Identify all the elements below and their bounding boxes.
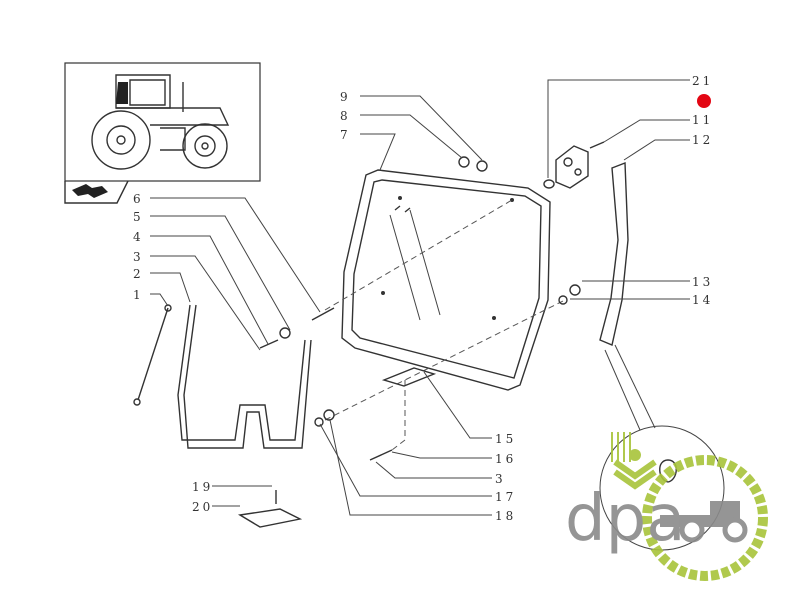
callout-3b[interactable]: 3 — [495, 472, 506, 486]
callout-5[interactable]: 5 — [133, 210, 144, 224]
callout-21[interactable]: 21 — [692, 74, 713, 88]
callout-3[interactable]: 3 — [133, 250, 144, 264]
door-glass[interactable] — [341, 169, 551, 391]
bolt-parts — [237, 156, 581, 528]
callouts-left: 6 5 4 3 2 1 — [133, 192, 144, 302]
callout-14[interactable]: 14 — [692, 293, 713, 307]
callouts-bottom-left: 19 20 — [192, 480, 213, 514]
callout-12[interactable]: 12 — [692, 133, 713, 147]
callout-4[interactable]: 4 — [133, 230, 144, 244]
callouts-top-right: 21 11 12 — [692, 74, 713, 147]
selected-marker — [697, 94, 711, 108]
callout-2[interactable]: 2 — [133, 267, 144, 281]
callout-11[interactable]: 11 — [692, 113, 713, 127]
callouts-mid-right: 13 14 — [692, 275, 713, 307]
callout-9[interactable]: 9 — [340, 90, 351, 104]
dpa-logo: dpa — [565, 432, 768, 581]
callout-17[interactable]: 17 — [495, 490, 516, 504]
hinge[interactable] — [543, 141, 605, 189]
handle-rail[interactable] — [177, 304, 312, 449]
callout-19[interactable]: 19 — [192, 480, 213, 494]
logo-text: dpa — [565, 482, 685, 556]
callout-18[interactable]: 18 — [495, 509, 516, 523]
arrow-icon — [72, 184, 108, 198]
callout-13[interactable]: 13 — [692, 275, 713, 289]
callout-1[interactable]: 1 — [133, 288, 144, 302]
callout-8[interactable]: 8 — [340, 109, 351, 123]
callouts-top: 9 8 7 — [340, 90, 351, 142]
seal-strip[interactable] — [599, 161, 629, 346]
tractor-thumbnail[interactable] — [64, 62, 261, 204]
callout-20[interactable]: 20 — [192, 500, 213, 514]
callout-15[interactable]: 15 — [495, 432, 516, 446]
callout-7[interactable]: 7 — [340, 128, 351, 142]
callout-16[interactable]: 16 — [495, 452, 516, 466]
gas-strut[interactable] — [133, 304, 172, 406]
callout-6[interactable]: 6 — [133, 192, 144, 206]
callouts-bottom: 15 16 3 17 18 — [495, 432, 516, 523]
